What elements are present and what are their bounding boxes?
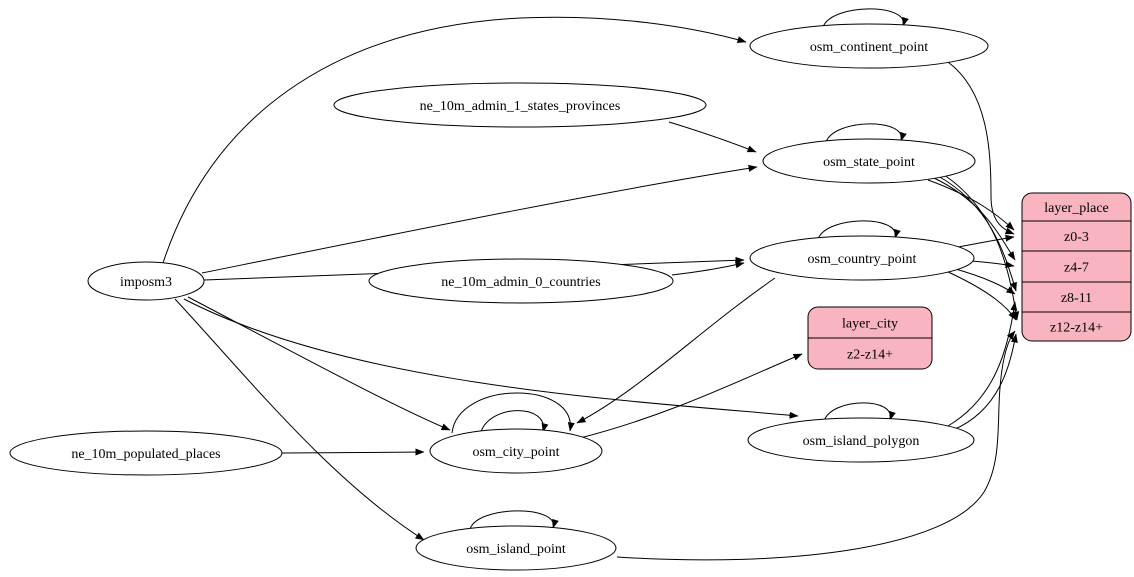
edge-osm_country_point-to-osm_country_point: [817, 220, 901, 240]
node-osm_city_point: osm_city_point: [429, 428, 603, 474]
node-osm_island_polygon: osm_island_polygon: [747, 417, 975, 463]
node-osm_country_point: osm_country_point: [749, 235, 975, 281]
edge-osm_country_point-to-layer_place-z0-3: [952, 234, 1015, 249]
edge-osm_island_polygon-to-layer_place-z8-11: [947, 301, 1018, 427]
edge-ne_10m_admin_0_countries-to-osm_country_point: [671, 261, 745, 276]
edge-osm_island_point-to-osm_island_point: [469, 510, 559, 530]
node-osm_island_point: osm_island_point: [415, 525, 617, 571]
edge-osm_state_point-to-layer_place-z8-11: [937, 175, 1017, 292]
record-layer_city-row-z2-z14+: z2-z14+: [847, 348, 893, 363]
record-layer_place-row-z8-11: z8-11: [1061, 291, 1092, 306]
edge-osm_city_point-to-osm_city_point-inner: [479, 410, 549, 436]
record-layer_place-row-z0-3: z0-3: [1064, 230, 1089, 245]
node-osm_island_point-label: osm_island_point: [466, 542, 566, 557]
edge-osm_state_point-to-layer_place-z0-3: [927, 179, 1015, 231]
node-osm_island_polygon-label: osm_island_polygon: [803, 434, 920, 449]
edge-ne_10m_populated_places-to-osm_city_point: [281, 448, 425, 456]
node-osm_city_point-label: osm_city_point: [472, 445, 559, 460]
record-layer_place-row-z4-7: z4-7: [1064, 261, 1089, 276]
record-layer_place: layer_place z0-3 z4-7 z8-11 z12-z14+: [1021, 192, 1132, 342]
edge-osm_state_point-to-osm_state_point: [825, 123, 907, 143]
node-osm_country_point-label: osm_country_point: [808, 252, 917, 267]
edge-imposm3-to-osm_island_point: [174, 298, 425, 541]
record-layer_place-row-layer_place: layer_place: [1044, 201, 1109, 216]
edge-imposm3-to-osm_state_point: [201, 164, 758, 274]
record-layer_city-row-layer_city: layer_city: [842, 317, 898, 332]
edge-osm_state_point-to-layer_place-z4-7: [933, 177, 1016, 261]
node-imposm3-label: imposm3: [120, 275, 172, 290]
edge-osm_island_polygon-to-osm_island_polygon: [823, 402, 896, 422]
edge-osm_country_point-to-osm_city_point: [576, 277, 776, 424]
node-osm_state_point-label: osm_state_point: [823, 155, 915, 170]
node-ne_10m_admin_0_countries: ne_10m_admin_0_countries: [368, 258, 674, 304]
edge-osm_island_point-to-layer_place-z12-z14+: [616, 330, 1016, 561]
edges-layer: [162, 8, 1020, 561]
edge-imposm3-to-osm_island_polygon: [183, 298, 799, 419]
node-ne_10m_populated_places-label: ne_10m_populated_places: [71, 447, 220, 462]
edge-osm_city_point-to-layer_city-z2-z14+: [579, 353, 803, 439]
nodes-layer: imposm3 ne_10m_admin_1_states_provincesne…: [9, 23, 989, 571]
edge-osm_continent_point-to-layer_place-z0-3: [947, 61, 1015, 235]
edge-osm_country_point-to-layer_place-z12-z14+: [945, 270, 1017, 321]
edge-imposm3-to-osm_city_point: [187, 296, 451, 431]
record-layer_city: layer_city z2-z14+: [807, 306, 933, 370]
edge-ne_10m_admin_1_states_provinces-to-osm_state_point: [668, 121, 757, 153]
edge-osm_continent_point-to-osm_continent_point: [822, 8, 909, 28]
node-ne_10m_admin_1_states_provinces-label: ne_10m_admin_1_states_provinces: [420, 99, 621, 114]
record-layer_place-row-z12-z14+: z12-z14+: [1050, 321, 1103, 336]
node-osm_continent_point: osm_continent_point: [749, 23, 989, 69]
node-ne_10m_admin_1_states_provinces: ne_10m_admin_1_states_provinces: [333, 82, 707, 128]
node-osm_continent_point-label: osm_continent_point: [810, 40, 928, 55]
node-ne_10m_populated_places: ne_10m_populated_places: [9, 430, 283, 476]
node-osm_state_point: osm_state_point: [762, 138, 976, 184]
records-layer: layer_city z2-z14+ layer_place z0-3 z4-7 z8-1…: [807, 192, 1132, 370]
edge-osm_city_point-to-osm_city_point-outer: [451, 392, 575, 434]
edge-imposm3-to-osm_continent_point: [162, 16, 747, 264]
node-ne_10m_admin_0_countries-label: ne_10m_admin_0_countries: [441, 275, 600, 290]
node-imposm3: imposm3: [87, 261, 205, 301]
edge-osm_country_point-to-layer_place-z8-11: [951, 267, 1016, 295]
